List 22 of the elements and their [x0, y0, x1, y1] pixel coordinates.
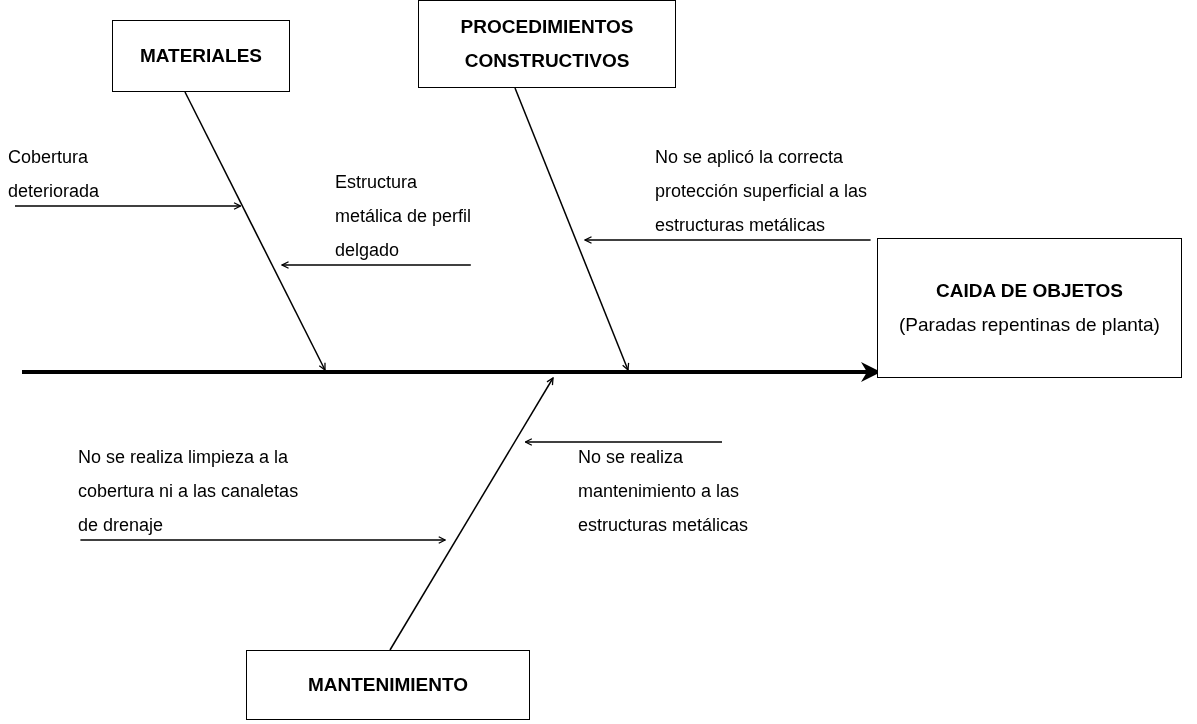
cause-text: No se realiza mantenimiento a las estructuras metálicas: [578, 440, 778, 542]
effect-box: [877, 238, 1182, 378]
box-title: MANTENIMIENTO: [307, 673, 469, 697]
box-title: CAIDA DE OBJETOS: [936, 279, 1123, 303]
cause-text: No se aplicó la correcta protección superficial a las estructuras metálicas: [655, 140, 875, 242]
cause-text: Estructura metálica de perfil delgado: [335, 165, 475, 267]
arrow: [14, 202, 242, 210]
category-box: [112, 20, 290, 92]
category-box: [418, 0, 676, 88]
arrow: [524, 438, 723, 446]
box-title: MATERIALES: [139, 44, 263, 68]
cause-text: No se realiza limpieza a la cobertura ni a las canaletas de drenaje: [78, 440, 318, 542]
arrow: [514, 87, 630, 371]
box-subtitle: (Paradas repentinas de planta): [899, 313, 1160, 337]
box-title: PROCEDIMIENTOS CONSTRUCTIVOS: [459, 15, 635, 73]
cause-text: Cobertura deteriorada: [8, 140, 148, 208]
arrow: [281, 261, 472, 269]
arrow: [184, 91, 326, 371]
arrow: [79, 536, 446, 544]
arrow: [584, 236, 872, 244]
category-box: [246, 650, 530, 720]
arrow: [389, 377, 554, 651]
